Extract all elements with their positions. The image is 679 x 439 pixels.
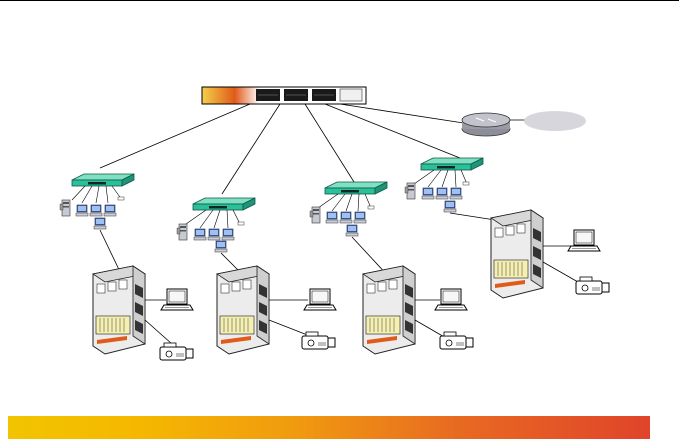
camera-icon bbox=[302, 332, 335, 349]
core-switch-icon bbox=[202, 87, 366, 104]
switch-icon bbox=[72, 174, 134, 186]
cloud-icon bbox=[524, 111, 586, 131]
computer-icon bbox=[94, 218, 106, 229]
laptop-icon bbox=[435, 289, 467, 310]
switch-icon bbox=[193, 198, 255, 210]
camera-icon bbox=[440, 332, 473, 349]
computer-icon bbox=[76, 205, 88, 216]
nvr-device-icon bbox=[217, 266, 269, 354]
camera-icon bbox=[160, 343, 193, 360]
switch-icon bbox=[325, 182, 387, 194]
laptop-icon bbox=[568, 230, 600, 251]
computer-icon bbox=[450, 188, 462, 199]
switch-icon bbox=[421, 158, 483, 170]
computer-icon bbox=[222, 229, 234, 240]
computer-icon bbox=[326, 212, 338, 223]
router-icon bbox=[462, 113, 510, 136]
footer-gradient-bar bbox=[8, 416, 650, 439]
computer-icon bbox=[436, 188, 448, 199]
branch-1 bbox=[60, 174, 193, 360]
computer-icon bbox=[104, 205, 116, 216]
computer-icon bbox=[354, 212, 366, 223]
laptop-icon bbox=[161, 289, 193, 310]
network-diagram bbox=[0, 0, 679, 420]
server-tower-icon bbox=[177, 224, 187, 240]
laptop-icon bbox=[304, 289, 336, 310]
server-tower-icon bbox=[405, 183, 415, 199]
computer-icon bbox=[340, 212, 352, 223]
server-tower-icon bbox=[310, 207, 320, 223]
server-tower-icon bbox=[60, 200, 70, 216]
computer-icon bbox=[346, 225, 358, 236]
computer-icon bbox=[194, 229, 206, 240]
computer-icon bbox=[444, 201, 456, 212]
camera-icon bbox=[576, 277, 609, 294]
nvr-device-icon bbox=[363, 266, 415, 354]
nvr-device-icon bbox=[93, 266, 145, 354]
computer-icon bbox=[422, 188, 434, 199]
computer-icon bbox=[208, 229, 220, 240]
nvr-device-icon bbox=[491, 210, 543, 298]
computer-icon bbox=[215, 241, 227, 252]
computer-icon bbox=[90, 205, 102, 216]
branch-4 bbox=[405, 158, 609, 298]
